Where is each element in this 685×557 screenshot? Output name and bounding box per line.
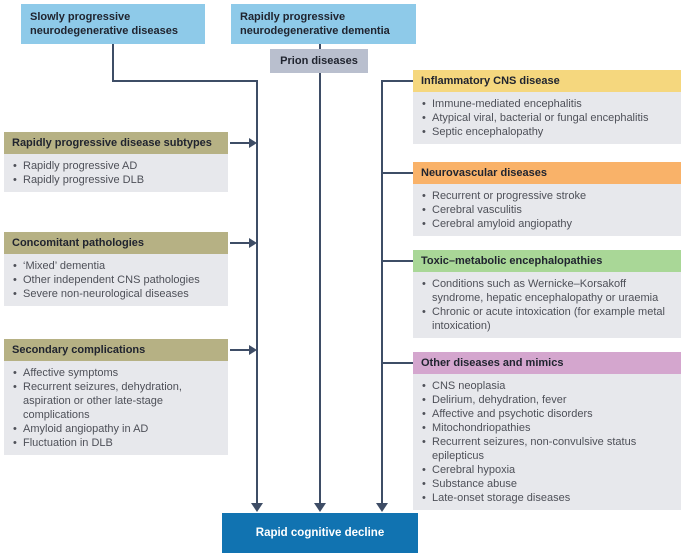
neurovascular-header: Neurovascular diseases	[413, 162, 681, 184]
arrow-subtypes-head-icon	[249, 138, 257, 148]
subtypes-header: Rapidly progressive disease subtypes	[4, 132, 228, 154]
other-mimics-group: Other diseases and mimics CNS neoplasia …	[413, 352, 681, 510]
list-item: Late-onset storage diseases	[421, 491, 673, 505]
list-item: Septic encephalopathy	[421, 125, 673, 139]
list-item: Recurrent seizures, dehydration, aspirat…	[12, 380, 220, 422]
stub-inflammatory-line	[381, 80, 413, 82]
other-mimics-list: CNS neoplasia Delirium, dehydration, fev…	[413, 374, 681, 510]
list-item: Affective symptoms	[12, 366, 220, 380]
inflammatory-header: Inflammatory CNS disease	[413, 70, 681, 92]
slowly-drop-line	[112, 44, 114, 82]
arrow-concomitant-shaft	[230, 242, 250, 244]
neurovascular-list: Recurrent or progressive stroke Cerebral…	[413, 184, 681, 236]
list-item: ‘Mixed’ dementia	[12, 259, 220, 273]
toxic-metabolic-group: Toxic–metabolic encephalopathies Conditi…	[413, 250, 681, 338]
subtypes-group: Rapidly progressive disease subtypes Rap…	[4, 132, 228, 192]
arrow-concomitant-head-icon	[249, 238, 257, 248]
secondary-list: Affective symptoms Recurrent seizures, d…	[4, 361, 228, 455]
list-item: Recurrent seizures, non-convulsive statu…	[421, 435, 673, 463]
list-item: Delirium, dehydration, fever	[421, 393, 673, 407]
prion-diseases-box: Prion diseases	[270, 49, 368, 73]
right-trunk-line	[381, 80, 383, 505]
slowly-progressive-box: Slowly progressive neurodegenerative dis…	[21, 4, 205, 44]
list-item: Cerebral vasculitis	[421, 203, 673, 217]
stub-other-line	[381, 362, 413, 364]
concomitant-list: ‘Mixed’ dementia Other independent CNS p…	[4, 254, 228, 306]
list-item: Rapidly progressive DLB	[12, 173, 220, 187]
list-item: Amyloid angiopathy in AD	[12, 422, 220, 436]
list-item: Substance abuse	[421, 477, 673, 491]
secondary-header: Secondary complications	[4, 339, 228, 361]
middle-trunk-arrowhead-icon	[314, 503, 326, 512]
list-item: CNS neoplasia	[421, 379, 673, 393]
left-trunk-line	[256, 80, 258, 505]
list-item: Recurrent or progressive stroke	[421, 189, 673, 203]
right-trunk-arrowhead-icon	[376, 503, 388, 512]
subtypes-list: Rapidly progressive AD Rapidly progressi…	[4, 154, 228, 192]
inflammatory-list: Immune-mediated encephalitis Atypical vi…	[413, 92, 681, 144]
list-item: Cerebral hypoxia	[421, 463, 673, 477]
list-item: Rapidly progressive AD	[12, 159, 220, 173]
list-item: Atypical viral, bacterial or fungal ence…	[421, 111, 673, 125]
toxic-metabolic-header: Toxic–metabolic encephalopathies	[413, 250, 681, 272]
left-branch-line	[112, 80, 258, 82]
list-item: Conditions such as Wernicke–Korsakoff sy…	[421, 277, 673, 305]
concomitant-header: Concomitant pathologies	[4, 232, 228, 254]
stub-toxic-line	[381, 260, 413, 262]
stub-neurovascular-line	[381, 172, 413, 174]
secondary-group: Secondary complications Affective sympto…	[4, 339, 228, 455]
middle-trunk-line	[319, 44, 321, 505]
list-item: Other independent CNS pathologies	[12, 273, 220, 287]
other-mimics-header: Other diseases and mimics	[413, 352, 681, 374]
list-item: Chronic or acute intoxication (for examp…	[421, 305, 673, 333]
list-item: Immune-mediated encephalitis	[421, 97, 673, 111]
list-item: Mitochondriopathies	[421, 421, 673, 435]
list-item: Severe non-neurological diseases	[12, 287, 220, 301]
rapidly-progressive-box: Rapidly progressive neurodegenerative de…	[231, 4, 416, 44]
arrow-secondary-shaft	[230, 349, 250, 351]
concomitant-group: Concomitant pathologies ‘Mixed’ dementia…	[4, 232, 228, 306]
arrow-subtypes-shaft	[230, 142, 250, 144]
inflammatory-group: Inflammatory CNS disease Immune-mediated…	[413, 70, 681, 144]
list-item: Affective and psychotic disorders	[421, 407, 673, 421]
toxic-metabolic-list: Conditions such as Wernicke–Korsakoff sy…	[413, 272, 681, 338]
left-trunk-arrowhead-icon	[251, 503, 263, 512]
list-item: Fluctuation in DLB	[12, 436, 220, 450]
list-item: Cerebral amyloid angiopathy	[421, 217, 673, 231]
arrow-secondary-head-icon	[249, 345, 257, 355]
neurovascular-group: Neurovascular diseases Recurrent or prog…	[413, 162, 681, 236]
rapid-cognitive-decline-box: Rapid cognitive decline	[222, 513, 418, 553]
